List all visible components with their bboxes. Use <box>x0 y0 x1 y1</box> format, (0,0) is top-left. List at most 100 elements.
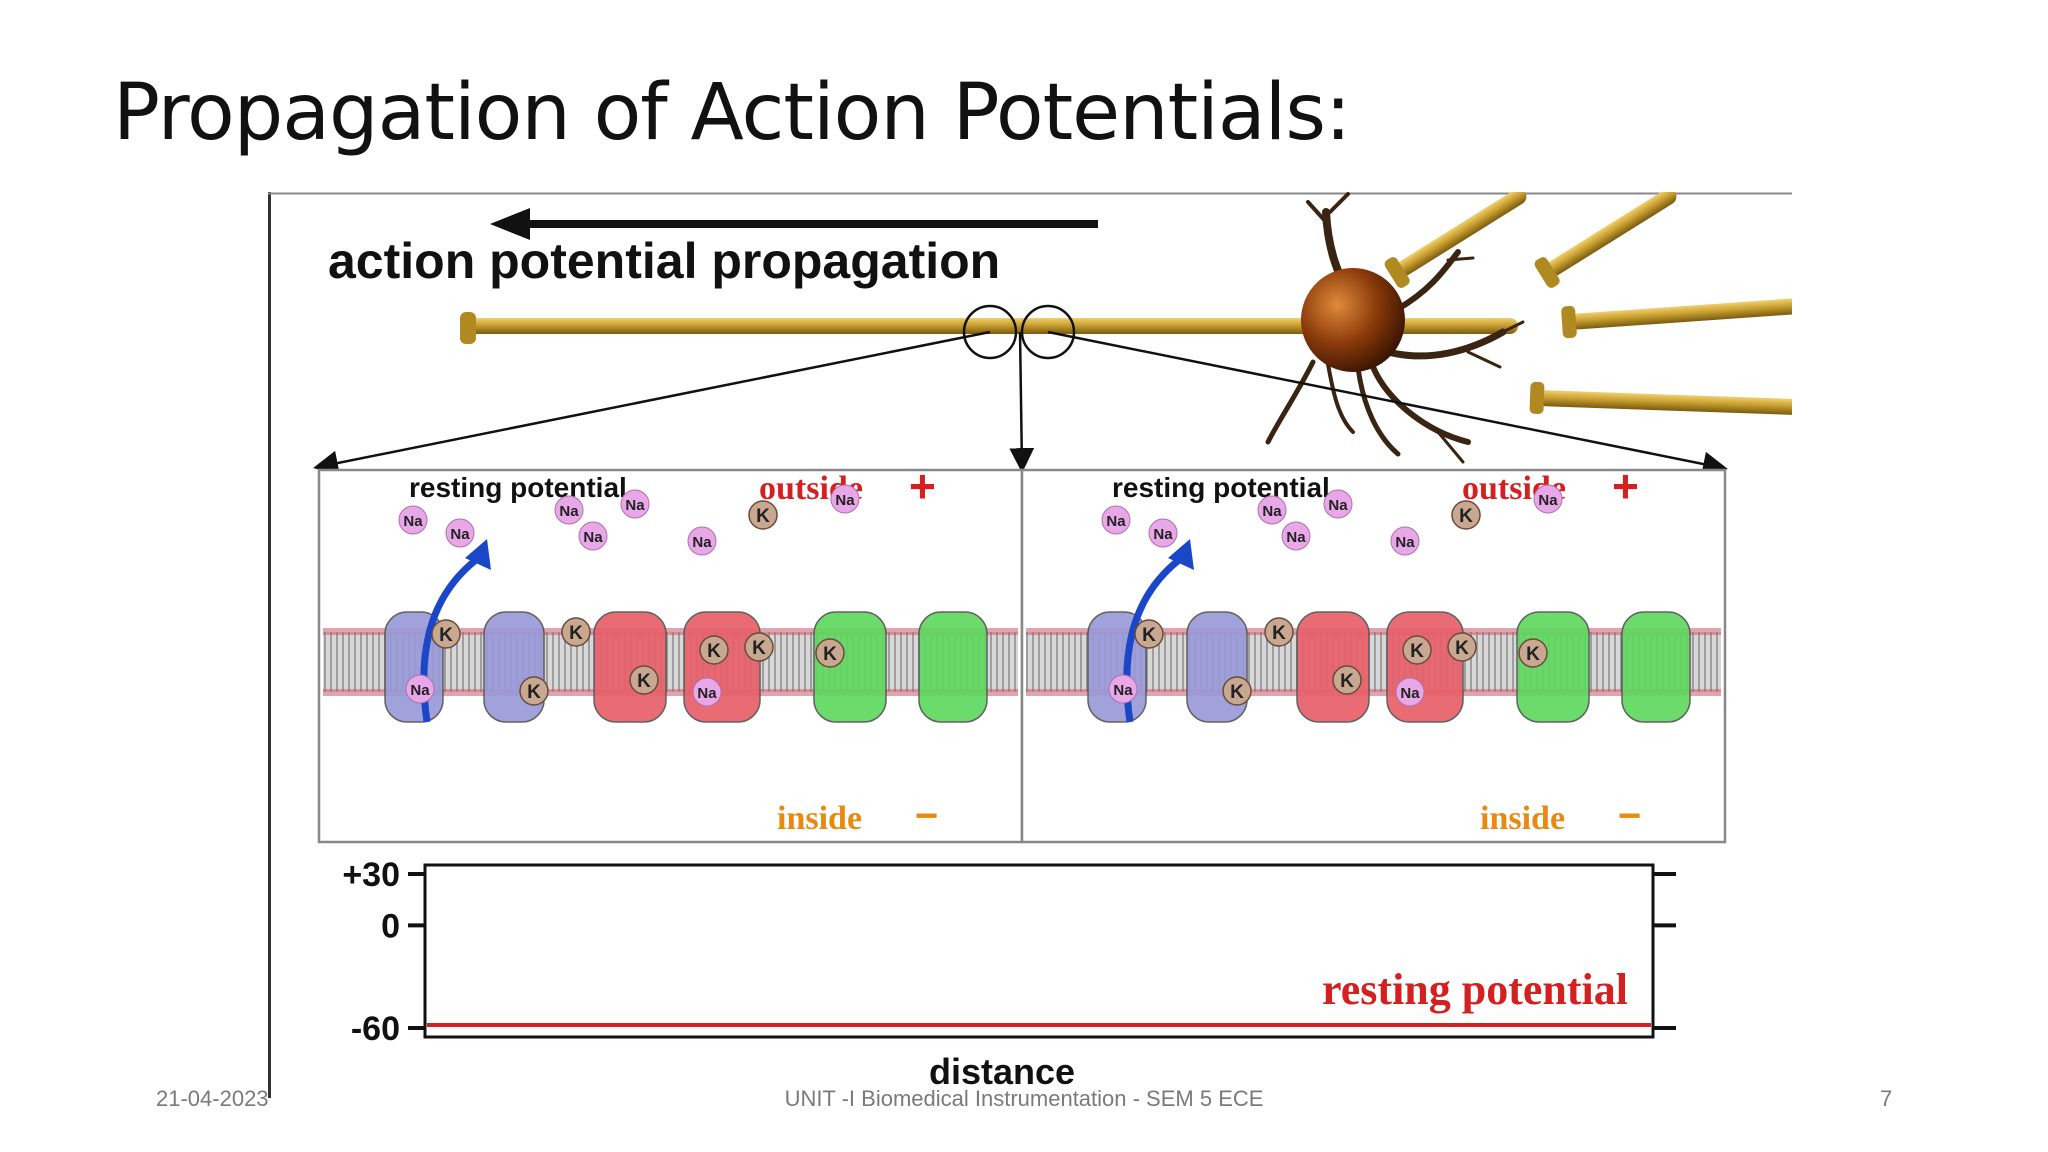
presynaptic-axon-terminals <box>1384 192 1792 416</box>
panel-state-label: resting potential <box>409 472 627 503</box>
outside-sign: + <box>1612 460 1639 512</box>
sodium-ion <box>1323 489 1353 519</box>
sodium-ion-label: Na <box>583 529 603 546</box>
potassium-ion <box>815 638 845 668</box>
sodium-ion-label: Na <box>1400 685 1420 702</box>
sodium-ion-label: Na <box>1113 682 1133 699</box>
potassium-ion-label: K <box>1230 682 1244 703</box>
inside-label: inside <box>777 800 862 837</box>
propagation-arrow <box>490 208 1098 240</box>
sodium-ion <box>578 521 608 551</box>
sodium-ion-label: Na <box>1106 513 1126 530</box>
potassium-ion <box>1518 638 1548 668</box>
inside-sign: − <box>1618 794 1641 838</box>
potassium-ion-label: K <box>756 506 770 527</box>
sodium-ion-label: Na <box>403 513 423 530</box>
sodium-ion <box>554 495 584 525</box>
sodium-ion <box>687 526 717 556</box>
sodium-ion <box>620 489 650 519</box>
potassium-ion <box>1332 665 1362 695</box>
sodium-ion <box>398 505 428 535</box>
potassium-ion-label: K <box>439 625 453 646</box>
sodium-ion-label: Na <box>1538 492 1558 509</box>
sodium-ion-label: Na <box>625 497 645 514</box>
potassium-ion-label: K <box>707 641 721 662</box>
potassium-ion <box>519 676 549 706</box>
potassium-ion-label: K <box>1459 506 1473 527</box>
sodium-ion-label: Na <box>697 685 717 702</box>
y-tick-label: 0 <box>381 907 400 945</box>
sodium-ion-label: Na <box>1286 529 1306 546</box>
potassium-ion <box>1264 617 1294 647</box>
potassium-ion <box>1447 632 1477 662</box>
potassium-ion <box>744 632 774 662</box>
sodium-ion-label: Na <box>450 526 470 543</box>
sodium-ion <box>445 518 475 548</box>
sodium-ion <box>1395 677 1425 707</box>
slide-title: Propagation of Action Potentials: <box>113 68 1351 158</box>
sodium-ion <box>1533 484 1563 514</box>
sodium-ion-label: Na <box>1395 534 1415 551</box>
sodium-ion <box>692 677 722 707</box>
sodium-ion <box>1108 674 1138 704</box>
pump-protein <box>813 611 887 723</box>
sodium-ion <box>1281 521 1311 551</box>
potassium-ion-label: K <box>823 644 837 665</box>
potassium-ion-label: K <box>1455 638 1469 659</box>
potassium-ion-label: K <box>1340 671 1354 692</box>
graph-frame <box>423 863 1655 1039</box>
sodium-channel <box>1386 611 1464 723</box>
potassium-ion <box>1402 635 1432 665</box>
potassium-ion-label: K <box>752 638 766 659</box>
pump-protein <box>918 611 988 723</box>
figure-heading: action potential propagation <box>328 233 1000 289</box>
inside-sign: − <box>915 794 938 838</box>
potassium-ion <box>748 500 778 530</box>
sodium-ion <box>1390 526 1420 556</box>
sodium-ion <box>405 674 435 704</box>
panel-state-label: resting potential <box>1112 472 1330 503</box>
sodium-ion-label: Na <box>835 492 855 509</box>
potassium-ion-label: K <box>637 671 651 692</box>
potassium-ion <box>431 619 461 649</box>
potassium-ion-label: K <box>527 682 541 703</box>
potential-graph: +30 0 -60 resting potential distance <box>342 856 1676 1092</box>
graph-xlabel: distance <box>929 1051 1075 1092</box>
potassium-ion <box>561 617 591 647</box>
potassium-ion <box>1134 619 1164 649</box>
pump-protein <box>1516 611 1590 723</box>
sodium-ion-label: Na <box>1153 526 1173 543</box>
sodium-ion-label: Na <box>410 682 430 699</box>
potassium-ion-label: K <box>1526 644 1540 665</box>
sodium-ion <box>1101 505 1131 535</box>
potassium-ion-label: K <box>1272 623 1286 644</box>
y-tick-label: -60 <box>351 1010 400 1048</box>
potassium-ion <box>629 665 659 695</box>
page-number: 7 <box>1880 1086 1893 1111</box>
y-tick-label: +30 <box>342 856 400 894</box>
potassium-ion <box>699 635 729 665</box>
sodium-channel <box>1296 611 1370 723</box>
potassium-ion-label: K <box>1410 641 1424 662</box>
sodium-ion-label: Na <box>1262 503 1282 520</box>
trace-label: resting potential <box>1322 965 1628 1014</box>
action-potential-figure: action potential propagation <box>268 192 1792 1098</box>
sodium-ion <box>1257 495 1287 525</box>
sodium-ion-label: Na <box>692 534 712 551</box>
sodium-channel <box>683 611 761 723</box>
sodium-ion <box>1148 518 1178 548</box>
axon <box>460 312 1518 344</box>
sodium-ion-label: Na <box>1328 497 1348 514</box>
sodium-ion <box>830 484 860 514</box>
outside-sign: + <box>909 460 936 512</box>
dendrites <box>1265 192 1525 464</box>
inside-label: inside <box>1480 800 1565 837</box>
neuron-soma <box>1301 268 1405 372</box>
potassium-ion <box>1222 676 1252 706</box>
zoom-indicators <box>313 304 1728 477</box>
potassium-ion <box>1451 500 1481 530</box>
footer-course: UNIT -I Biomedical Instrumentation - SEM… <box>784 1086 1264 1111</box>
potassium-ion-label: K <box>569 623 583 644</box>
